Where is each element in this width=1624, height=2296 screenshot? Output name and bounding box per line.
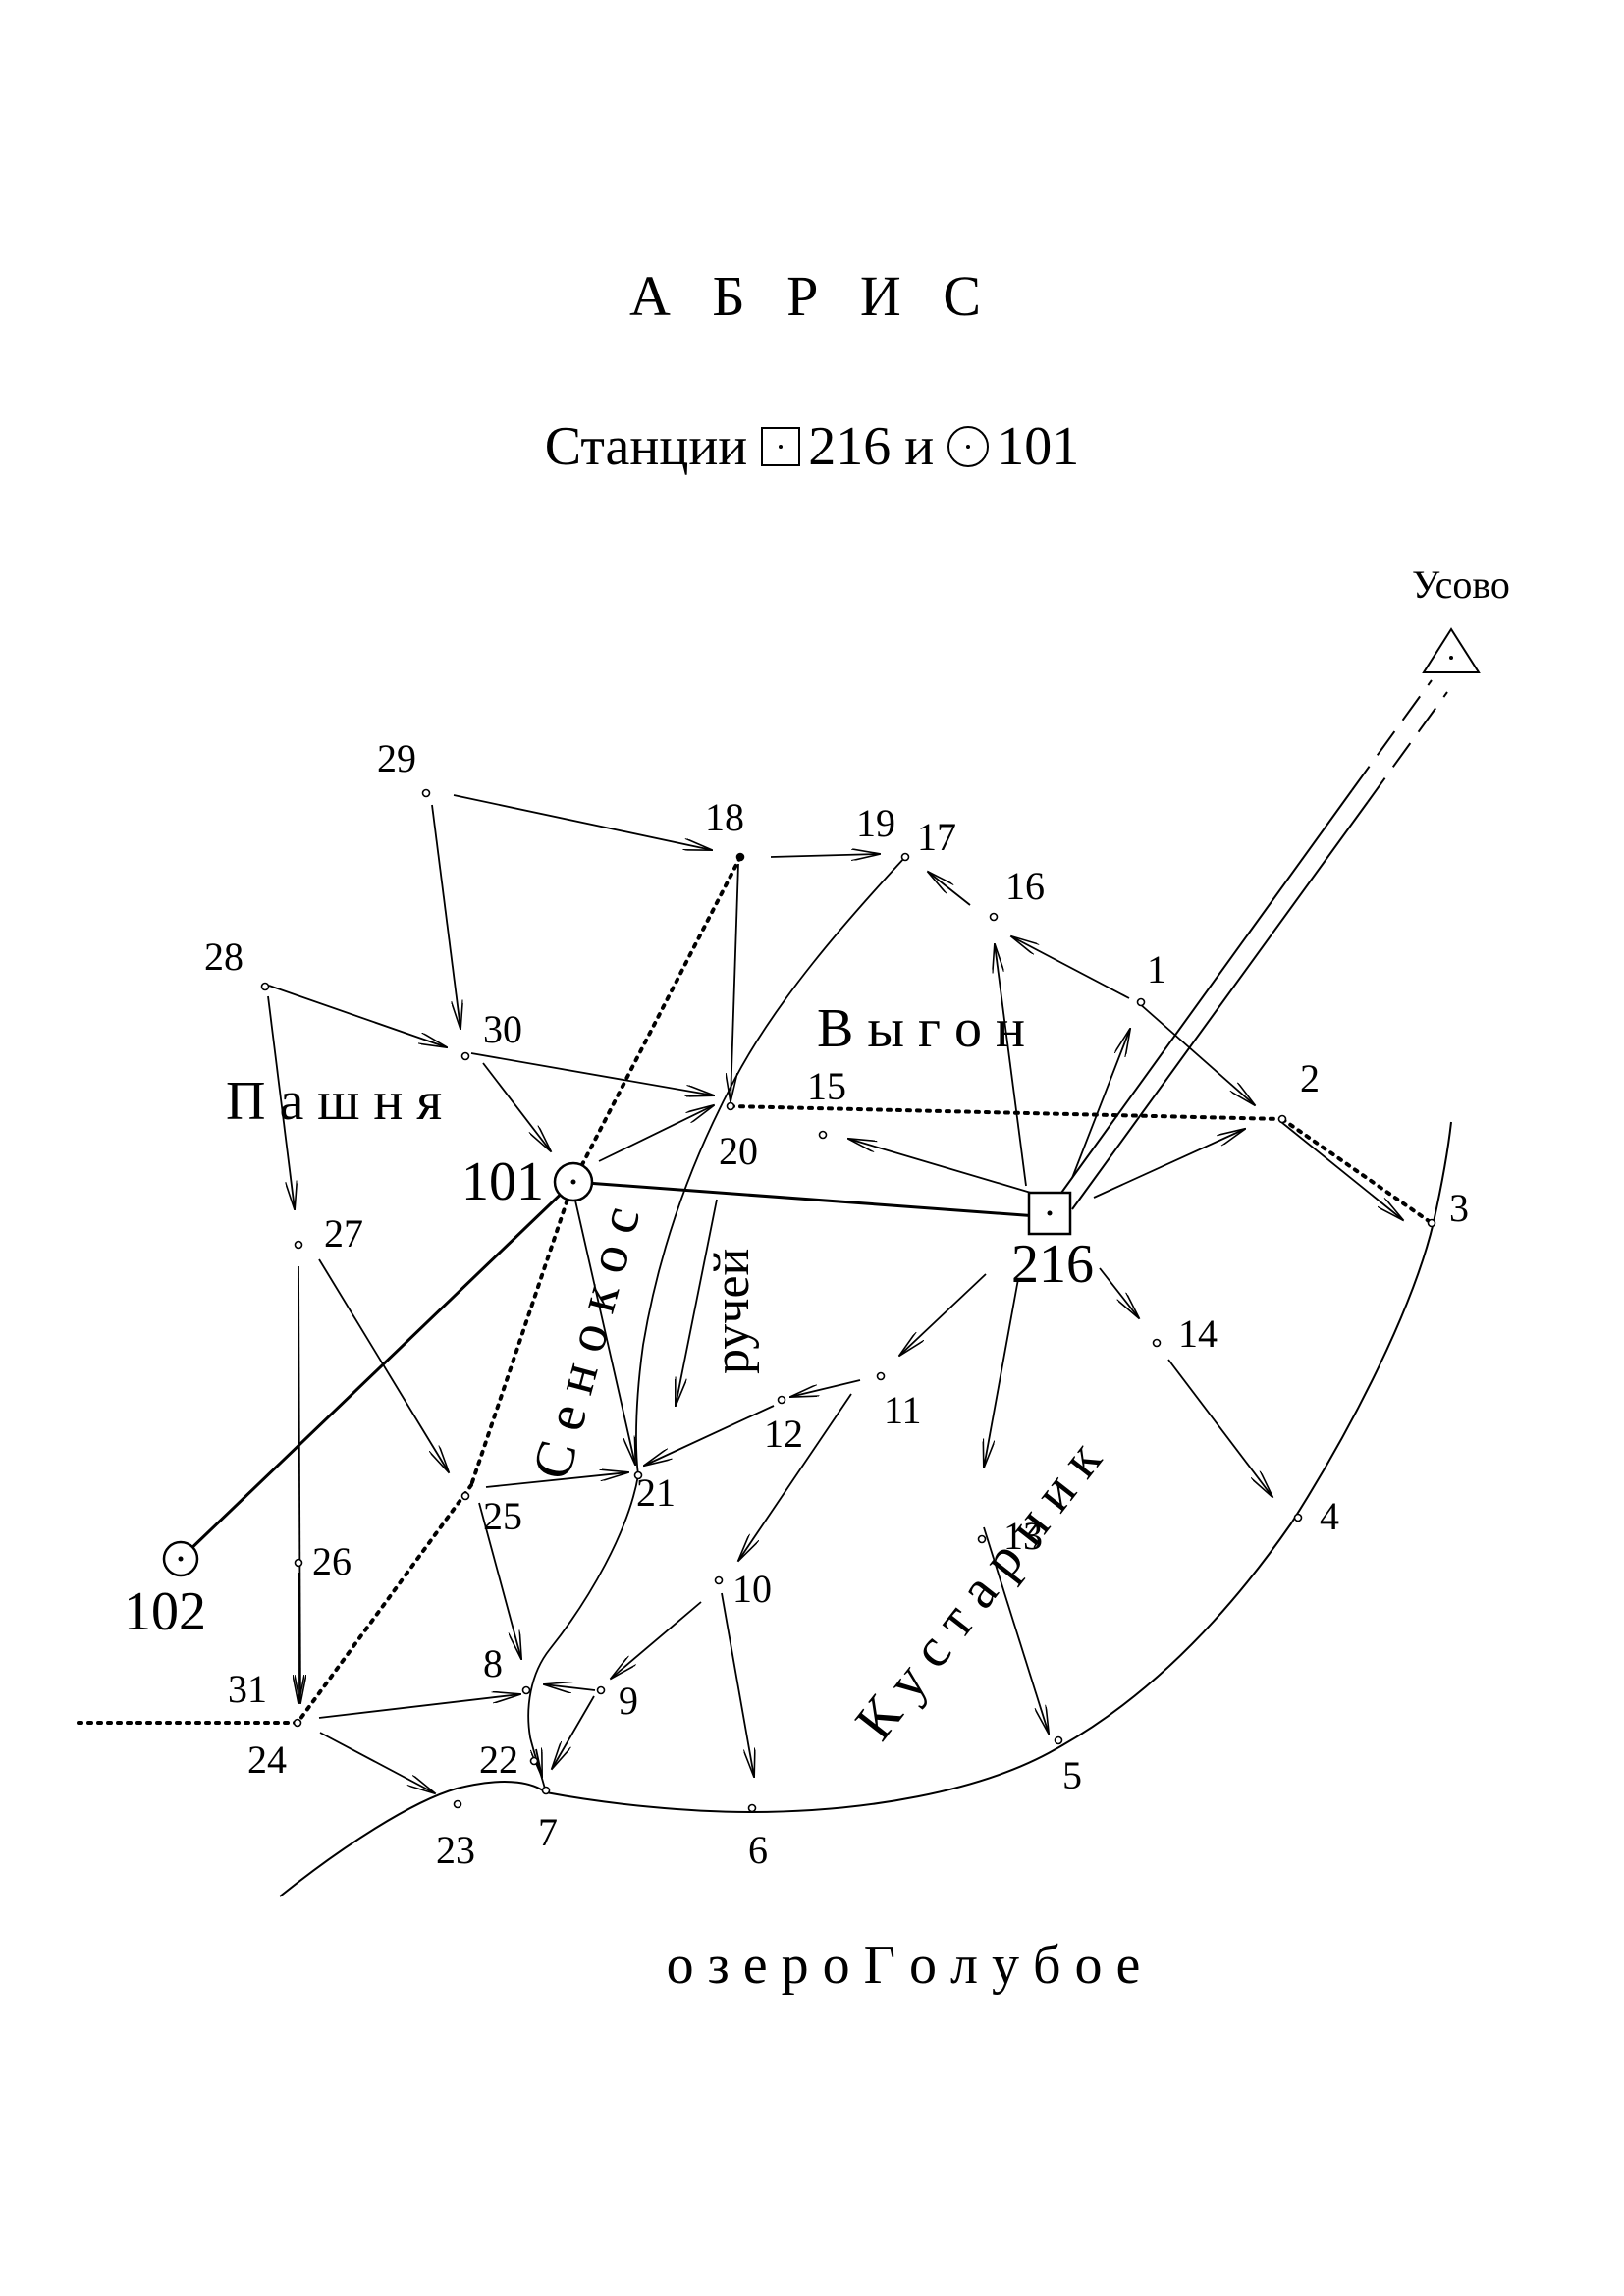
- point-label-29: 29: [377, 736, 416, 780]
- point-label-31: 31: [228, 1667, 267, 1711]
- point-label-1: 1: [1147, 947, 1166, 991]
- label-usovo: Усово: [1412, 562, 1510, 607]
- point-label-7: 7: [538, 1810, 558, 1854]
- point-label-17: 17: [917, 815, 956, 859]
- label-station-102: 102: [124, 1581, 206, 1642]
- point-label-11: 11: [884, 1388, 922, 1432]
- point-label-28: 28: [204, 934, 244, 979]
- label-pashnya: П а ш н я: [226, 1071, 442, 1132]
- point-label-6: 6: [748, 1828, 768, 1872]
- point-label-16: 16: [1005, 864, 1045, 908]
- point-numbers: 1 2 3 4 5 6 7 8 9 10 11 12 13 14 15 16 1…: [204, 736, 1469, 1872]
- point-label-4: 4: [1320, 1494, 1339, 1538]
- road-to-usovo: [1056, 679, 1448, 1210]
- label-kustarnik: К у с т а р н и к: [843, 1429, 1113, 1751]
- traverse-101-102: [183, 1180, 575, 1557]
- station-216-icon: [1027, 1191, 1072, 1236]
- point-label-12: 12: [764, 1412, 803, 1456]
- subtitle-conj: и: [904, 416, 935, 478]
- station-square-icon: [761, 427, 801, 467]
- point-label-15: 15: [807, 1064, 846, 1108]
- point-label-21: 21: [636, 1470, 676, 1515]
- point-label-25: 25: [483, 1494, 522, 1538]
- point-label-8: 8: [483, 1641, 503, 1685]
- point-markers: [260, 788, 1436, 1813]
- point-label-24: 24: [247, 1737, 287, 1782]
- subtitle-prefix: Станции: [544, 416, 748, 478]
- point-label-2: 2: [1300, 1056, 1320, 1100]
- label-ozero: о з е р о Г о л у б о е: [667, 1935, 1141, 1996]
- point-label-14: 14: [1178, 1311, 1218, 1356]
- station-102-icon: [162, 1540, 199, 1577]
- point-label-30: 30: [483, 1007, 522, 1051]
- traverse-101-216: [572, 1180, 1052, 1219]
- dotted-boundaries: [77, 855, 1434, 1725]
- station-101-icon: [553, 1161, 594, 1202]
- point-label-3: 3: [1449, 1186, 1469, 1230]
- point-label-5: 5: [1062, 1753, 1082, 1797]
- label-vygon: В ы г о н: [817, 998, 1025, 1059]
- point-label-13: 13: [1003, 1514, 1043, 1558]
- point-label-9: 9: [619, 1679, 638, 1723]
- point-label-23: 23: [436, 1828, 475, 1872]
- subtitle-station-216: 216: [808, 416, 892, 478]
- stream-line: [635, 856, 906, 1476]
- point-label-22: 22: [479, 1737, 518, 1782]
- point-label-18: 18: [705, 795, 744, 839]
- usovo-triangle-icon: [1422, 627, 1481, 673]
- point-label-26: 26: [312, 1539, 352, 1583]
- station-circle-icon: [947, 426, 990, 468]
- page-title: А Б Р И С: [628, 264, 996, 328]
- point-label-27: 27: [324, 1211, 363, 1255]
- point-label-10: 10: [732, 1567, 772, 1611]
- direction-arrows: [267, 794, 1403, 1793]
- label-senokos: С е н о к о с: [521, 1201, 652, 1486]
- page-subtitle: Станции 216 и 101: [0, 410, 1624, 478]
- shoreline: [279, 1121, 1452, 1897]
- point-label-19: 19: [856, 801, 895, 845]
- point-label-20: 20: [719, 1129, 758, 1173]
- label-ruchei: ручей: [704, 1249, 760, 1374]
- label-station-101: 101: [461, 1151, 544, 1212]
- label-station-216: 216: [1011, 1234, 1094, 1295]
- subtitle-station-101: 101: [997, 416, 1080, 478]
- stream-line: [527, 1474, 639, 1793]
